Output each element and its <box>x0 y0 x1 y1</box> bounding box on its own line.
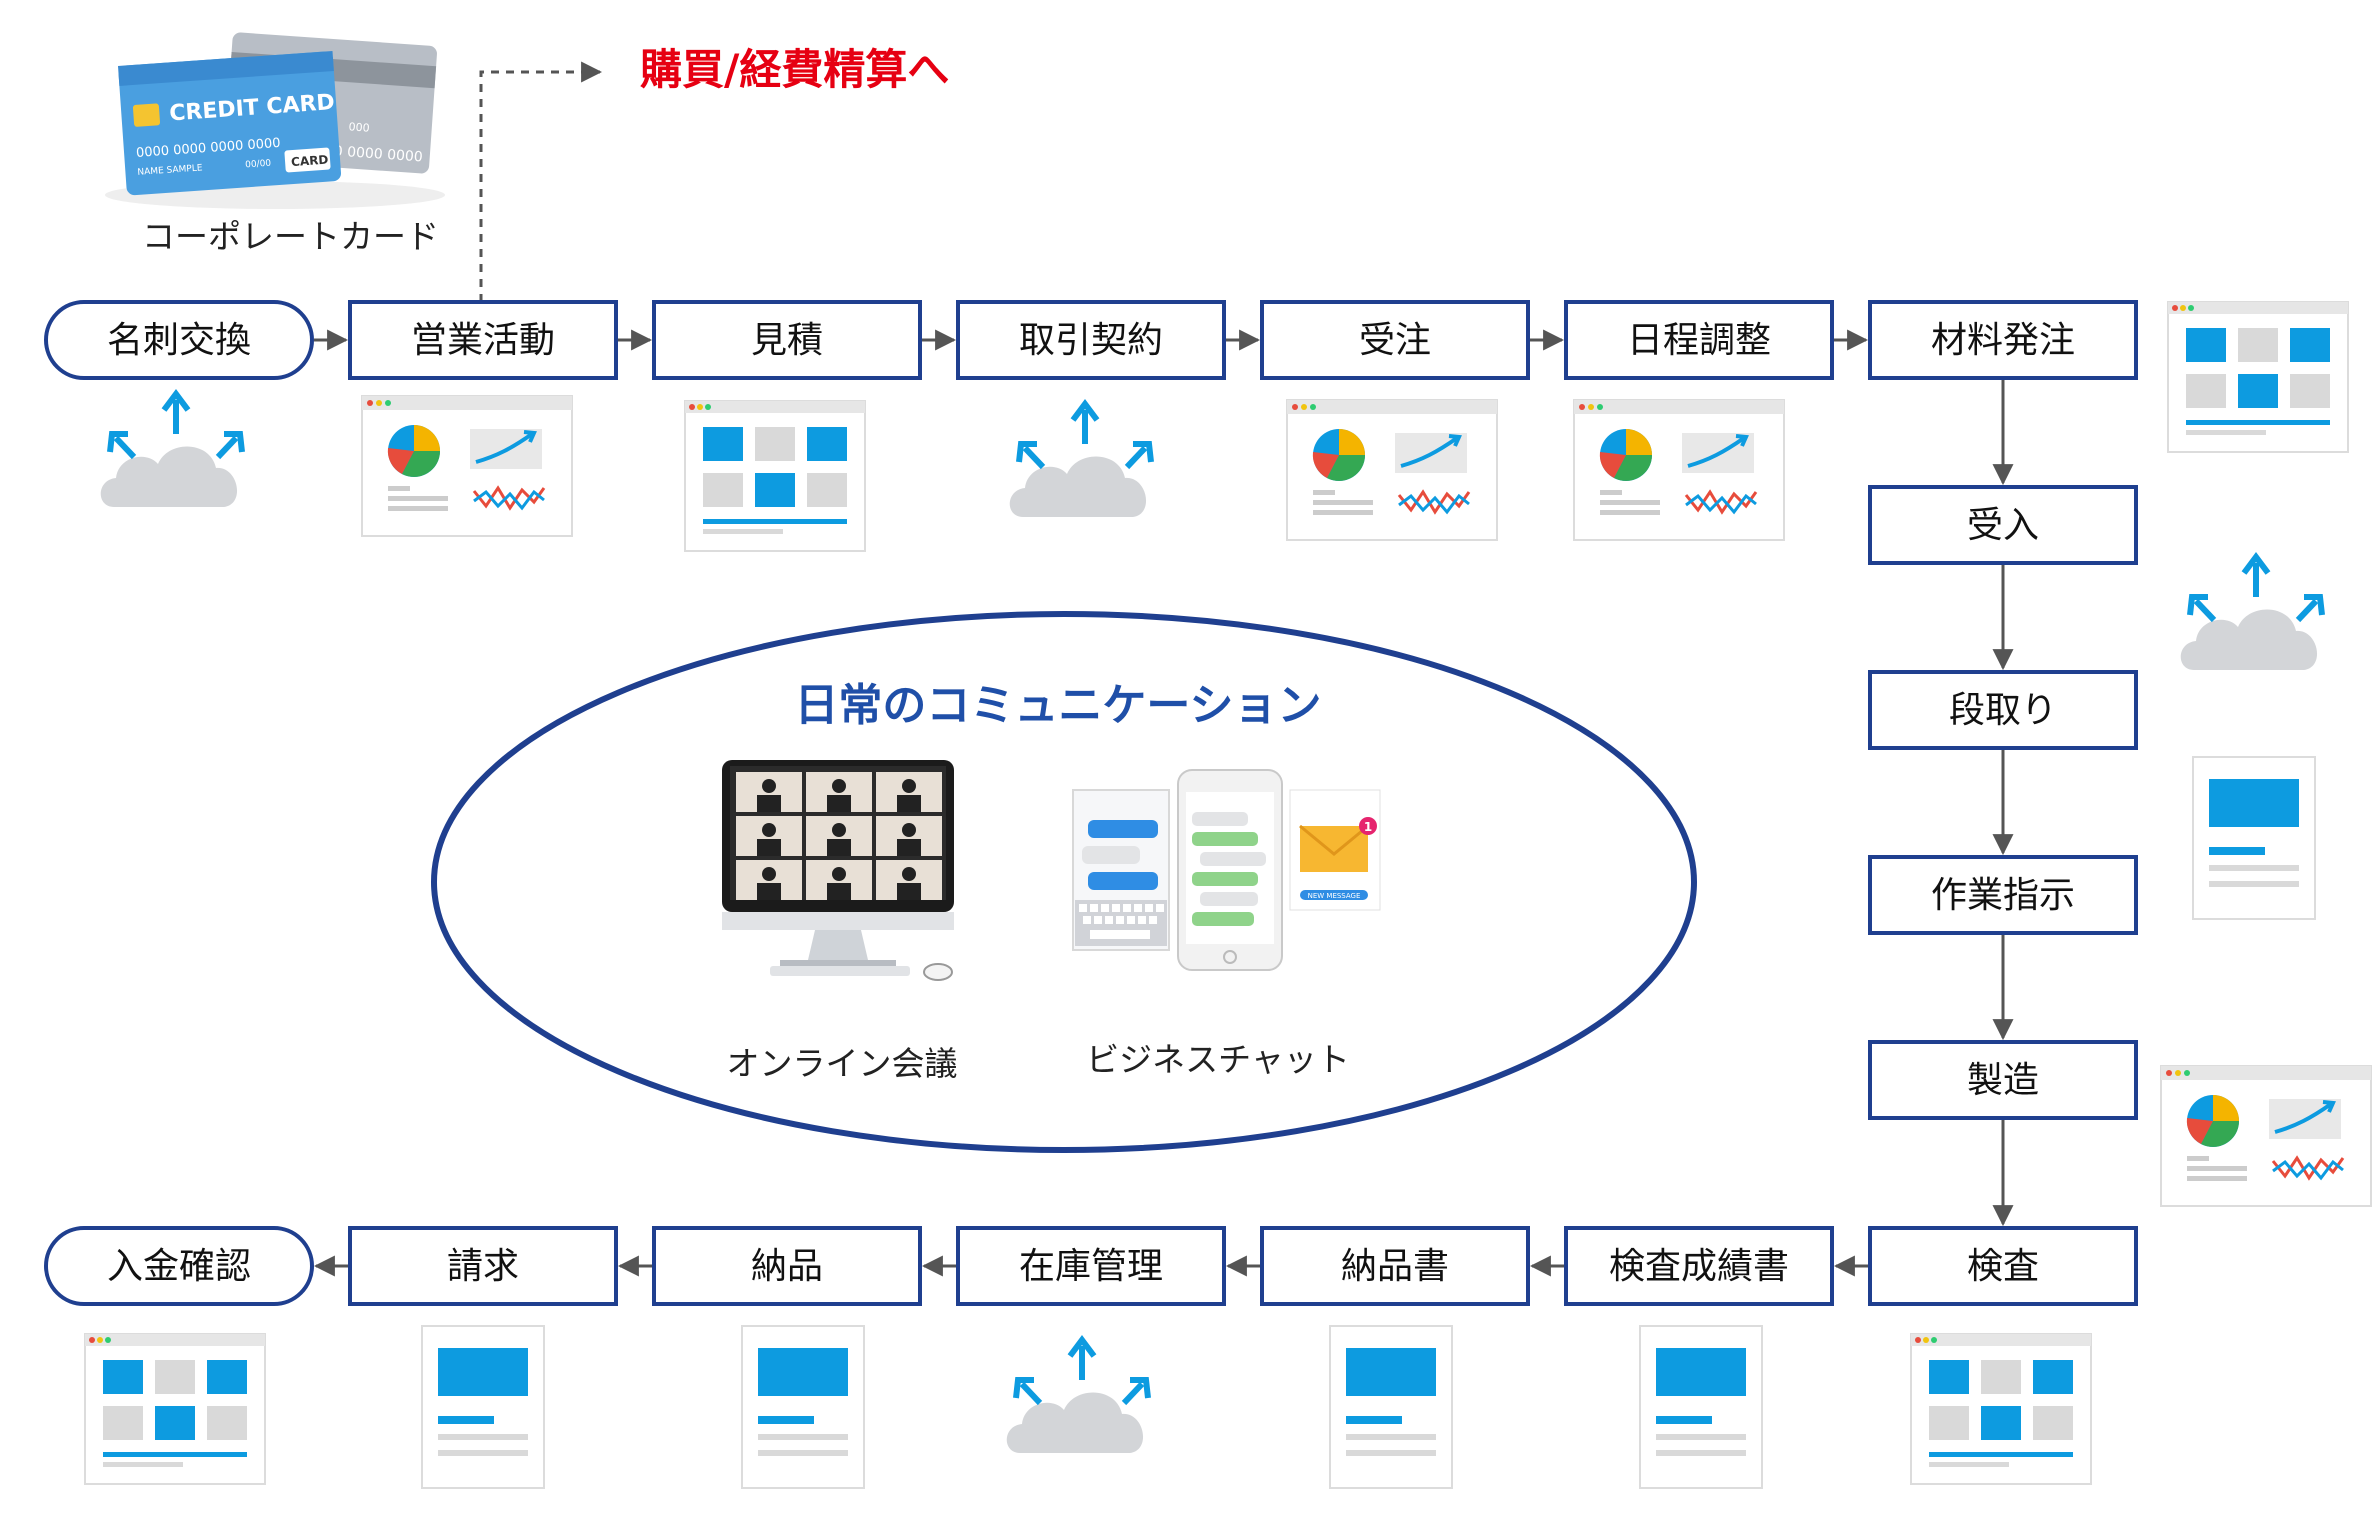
step-label: 検査成績書 <box>1609 1246 1789 1287</box>
grid-window-icon <box>2167 301 2349 453</box>
step-label: 在庫管理 <box>1019 1246 1163 1287</box>
step-label: 受入 <box>1967 505 2039 546</box>
step-label: 材料発注 <box>1931 320 2075 361</box>
business-chat-illustration: 1 NEW MESSAGE <box>1072 769 1381 971</box>
step-ukeire[interactable] <box>1868 485 2138 565</box>
business-chat-label: ビジネスチャット <box>1086 1040 1350 1079</box>
step-label: 入金確認 <box>107 1246 251 1287</box>
corporate-card-illustration: 000 00 0000 0000 CREDIT CARD 0000 0000 0… <box>105 32 445 209</box>
step-label: 取引契約 <box>1019 320 1163 361</box>
document-icon <box>741 1325 865 1489</box>
cloud-upload-icon <box>1010 404 1151 517</box>
step-nyuukin-kakunin[interactable] <box>44 1226 314 1306</box>
cloud-upload-icon <box>1007 1340 1148 1453</box>
corporate-card-label: コーポレートカード <box>142 217 439 256</box>
right-column: 受入 段取り 作業指示 製造 <box>1868 485 2138 1120</box>
step-torihiki-keiyaku[interactable] <box>956 300 1226 380</box>
document-icon <box>421 1325 545 1489</box>
grid-window-icon <box>1910 1333 2092 1485</box>
card-name: NAME SAMPLE <box>137 163 203 178</box>
step-label: 納品 <box>751 1246 823 1287</box>
step-meishi-koukan[interactable] <box>44 300 314 380</box>
step-nittei-chousei[interactable] <box>1564 300 1834 380</box>
step-seizou[interactable] <box>1868 1040 2138 1120</box>
back-card-text: 000 <box>348 120 370 134</box>
communication-ellipse <box>431 611 1697 1153</box>
card-brand: CARD <box>291 153 329 170</box>
dashboard-window-icon <box>1572 398 1786 542</box>
step-mitsumori[interactable] <box>652 300 922 380</box>
step-nouhinsho[interactable] <box>1260 1226 1530 1306</box>
purchase-dashed-arrow <box>479 61 603 302</box>
step-label: 段取り <box>1949 690 2057 731</box>
document-icon <box>1639 1325 1763 1489</box>
step-kensa[interactable] <box>1868 1226 2138 1306</box>
step-label: 製造 <box>1967 1060 2039 1101</box>
online-meeting-illustration <box>722 760 954 981</box>
top-row: 名刺交換 営業活動 見積 取引契約 受注 日程調整 材料発注 <box>44 300 2138 380</box>
grid-window-icon <box>84 1333 266 1485</box>
dashboard-window-icon <box>2159 1064 2373 1208</box>
step-zaiko-kanri[interactable] <box>956 1226 1226 1306</box>
purchase-link[interactable]: 購買/経費精算へ <box>640 45 949 94</box>
new-message-label: NEW MESSAGE <box>1308 892 1361 900</box>
grid-window-icon <box>684 400 866 552</box>
bottom-row: 入金確認 請求 納品 在庫管理 納品書 検査成績書 検査 <box>44 1226 2138 1306</box>
cloud-upload-icon <box>101 394 242 507</box>
step-nouhin[interactable] <box>652 1226 922 1306</box>
dashboard-window-icon <box>1285 398 1499 542</box>
cloud-upload-icon <box>2181 557 2322 670</box>
step-label: 日程調整 <box>1627 320 1771 361</box>
back-card-number: 00 0000 0000 <box>324 143 423 166</box>
step-kensa-seisekisho[interactable] <box>1564 1226 1834 1306</box>
dashboard-window-icon <box>360 394 574 538</box>
step-label: 検査 <box>1967 1246 2039 1287</box>
step-label: 見積 <box>751 320 823 361</box>
document-icon <box>2192 756 2316 920</box>
step-sagyou-shiji[interactable] <box>1868 855 2138 935</box>
communication-title: 日常のコミュニケーション <box>794 680 1321 731</box>
step-label: 名刺交換 <box>107 320 251 361</box>
step-eigyou-katsudou[interactable] <box>348 300 618 380</box>
step-dandori[interactable] <box>1868 670 2138 750</box>
message-badge: 1 <box>1364 820 1372 834</box>
card-expiry: 00/00 <box>245 159 272 171</box>
step-zairyou-hacchuu[interactable] <box>1868 300 2138 380</box>
step-label: 受注 <box>1359 320 1431 361</box>
document-icon <box>1329 1325 1453 1489</box>
step-label: 営業活動 <box>411 320 555 361</box>
online-meeting-label: オンライン会議 <box>727 1044 958 1083</box>
step-label: 作業指示 <box>1931 875 2075 916</box>
step-seikyuu[interactable] <box>348 1226 618 1306</box>
step-label: 請求 <box>447 1246 519 1287</box>
step-juchuu[interactable] <box>1260 300 1530 380</box>
step-label: 納品書 <box>1341 1246 1449 1287</box>
